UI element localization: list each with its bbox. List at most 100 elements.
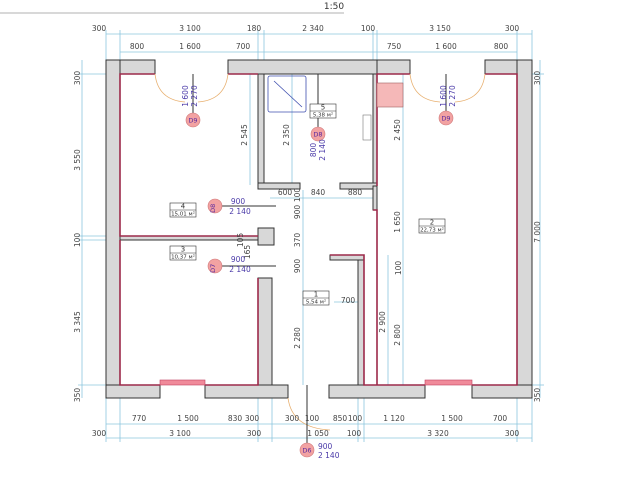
dimension-label: 300	[505, 429, 520, 438]
dimension-label: 1 600	[179, 42, 201, 51]
door-tag-marker[interactable]	[207, 258, 223, 274]
dimension-label: 2 545	[240, 124, 249, 146]
door-tag-marker[interactable]	[185, 112, 201, 128]
dimension-label: 105	[236, 233, 245, 248]
room-area: 22,73 м²	[420, 227, 444, 234]
dimension-label: 3 100	[169, 429, 191, 438]
door-width: 900	[231, 255, 246, 264]
door-tag-marker[interactable]	[207, 198, 223, 214]
dimension-label: 2 800	[393, 324, 402, 346]
door-height: 2 140	[318, 451, 340, 460]
dimension-label: 370	[293, 233, 302, 248]
dimension-label: 350	[533, 388, 542, 403]
dimension-label: 100	[348, 414, 363, 423]
door-tag: D8	[209, 204, 217, 213]
door-width: 1 600	[439, 85, 448, 107]
door-height: 2 140	[318, 139, 327, 161]
door-tag-marker[interactable]	[438, 110, 454, 126]
dimension-label: 3 550	[73, 149, 82, 171]
room-number: 5	[321, 104, 325, 112]
dimension-label: 880	[348, 188, 363, 197]
dimension-label: 100	[347, 429, 362, 438]
dimension-label: 600	[278, 188, 293, 197]
door-height: 2 140	[229, 265, 251, 274]
room-number: 2	[430, 219, 434, 227]
dimension-label: 830	[228, 414, 243, 423]
labels-layer: 300 3 100 180 2 340 100 3 150 300 800 1 600 700 75…	[73, 24, 542, 460]
dimension-label: 100	[394, 261, 403, 276]
dimension-label: 300	[92, 429, 107, 438]
dimension-label: 1 650	[393, 211, 402, 233]
counter	[362, 114, 372, 141]
dimension-label: 850	[333, 414, 348, 423]
dimension-label: 1 500	[441, 414, 463, 423]
dimension-label: 300	[285, 414, 300, 423]
door-tag: D8	[313, 130, 322, 138]
radiators	[159, 379, 473, 386]
dimension-label: 2 280	[293, 327, 302, 349]
dimension-label: 2 350	[282, 124, 291, 146]
shower	[267, 75, 307, 113]
door-height: 2 270	[448, 85, 457, 107]
door-height: 2 140	[229, 207, 251, 216]
door-height: 2 270	[190, 85, 199, 107]
room-area: 5,54 м²	[306, 299, 326, 306]
dimension-label: 100	[361, 24, 376, 33]
dimension-label: 1 500	[177, 414, 199, 423]
door-width: 1 600	[181, 85, 190, 107]
door-swings	[154, 73, 486, 431]
dimension-label: 770	[132, 414, 147, 423]
room-area: 10,37 м²	[171, 254, 195, 261]
dimension-label: 300	[73, 71, 82, 86]
dimension-label: 2 900	[378, 311, 387, 333]
dimension-label: 165	[243, 245, 252, 260]
door-width: 800	[309, 143, 318, 158]
dimension-label: 1 120	[383, 414, 405, 423]
dimension-label: 900	[293, 259, 302, 274]
room-area: 15,01 м²	[171, 211, 195, 218]
dimension-label: 300	[247, 429, 262, 438]
room-area: 5,38 м²	[313, 112, 333, 119]
dimension-label: 3 150	[429, 24, 451, 33]
dimension-label: 3 345	[73, 311, 82, 333]
dimension-label: 100	[73, 233, 82, 248]
dimension-label: 750	[387, 42, 402, 51]
door-tag-marker[interactable]	[299, 442, 315, 458]
fridge	[376, 82, 404, 108]
dimension-label: 350	[73, 388, 82, 403]
dimension-label: 100	[305, 414, 320, 423]
dimension-label: 2 450	[393, 119, 402, 141]
dimension-label: 300	[505, 24, 520, 33]
scale-label: 1:50	[324, 2, 344, 12]
dimension-label: 300	[245, 414, 260, 423]
dimension-label: 700	[236, 42, 251, 51]
door-tag-marker[interactable]	[310, 126, 326, 142]
door-width: 900	[318, 442, 333, 451]
dimension-label: 700	[493, 414, 508, 423]
dimension-label: 3 100	[179, 24, 201, 33]
dimension-label: 3 320	[427, 429, 449, 438]
door-tag: D9	[188, 116, 197, 124]
room-number: 3	[181, 246, 185, 254]
room-number: 4	[181, 203, 186, 211]
dimension-label: 800	[494, 42, 509, 51]
walls	[105, 59, 533, 399]
dimension-label: 1 600	[435, 42, 457, 51]
door-tag: D9	[441, 114, 450, 122]
dimension-label: 2 340	[302, 24, 324, 33]
dimension-label: 700	[341, 296, 356, 305]
dimension-label: 900	[293, 205, 302, 220]
door-tag: D6	[302, 446, 311, 454]
dimension-lines	[78, 30, 544, 442]
inner-boundaries	[119, 73, 518, 386]
door-width: 900	[231, 197, 246, 206]
dimension-label: 7 000	[533, 221, 542, 243]
door-tag: D7	[209, 264, 217, 273]
dimension-label: 840	[311, 188, 326, 197]
dimension-label: 300	[92, 24, 107, 33]
dimension-label: 100	[293, 188, 302, 203]
dimension-label: 1 050	[307, 429, 329, 438]
dimension-label: 180	[247, 24, 262, 33]
room-number: 1	[314, 291, 318, 299]
